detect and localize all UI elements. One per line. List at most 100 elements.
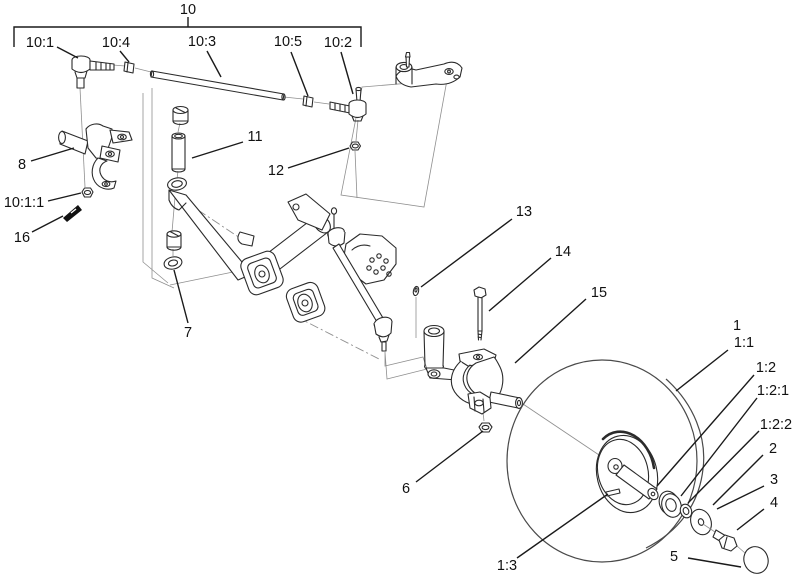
callout-10-label: 10	[180, 2, 196, 18]
leader-line	[736, 508, 765, 531]
leader-line	[206, 50, 222, 78]
nut-10-1-1	[81, 187, 94, 198]
tie-rod-tube	[149, 70, 286, 101]
leader-line	[47, 192, 82, 202]
callout-label: 10:2	[324, 35, 352, 51]
leader-line	[420, 218, 513, 288]
leader-line	[687, 557, 742, 568]
nut-6	[478, 422, 493, 433]
drag-link	[327, 207, 393, 352]
steering-arm	[395, 51, 463, 88]
leader-line	[119, 50, 130, 63]
bushing-upper	[172, 105, 189, 126]
leader-line	[56, 46, 79, 59]
leader-line	[680, 397, 758, 497]
callout-1-2-2: 1:2:2	[687, 417, 792, 504]
callout-10-4: 10:4	[102, 35, 130, 63]
wheel-bolt-4	[702, 523, 746, 554]
callout-10-1-1: 10:1:1	[4, 192, 82, 211]
callout-1-3: 1:3	[497, 493, 609, 574]
callout-10-1: 10:1	[26, 35, 79, 59]
leader-line	[514, 298, 587, 364]
group-bracket-10: 10	[13, 2, 362, 47]
axle-assembly	[167, 177, 397, 323]
spacer-11	[171, 132, 186, 173]
washer-7	[163, 256, 183, 270]
bushing-mount-rear	[285, 281, 326, 323]
right-knuckle-15	[450, 348, 523, 415]
left-knuckle	[58, 123, 133, 190]
callout-10-3: 10:3	[188, 34, 222, 78]
callout-label: 3	[770, 472, 778, 488]
callout-3: 3	[716, 472, 778, 510]
callout-4: 4	[736, 495, 778, 531]
bushing-lower	[166, 230, 182, 251]
callout-label: 1:2	[756, 360, 776, 376]
leader-line	[290, 51, 309, 97]
cotter-pin-13	[412, 285, 420, 297]
callout-label: 8	[18, 157, 26, 173]
callout-6: 6	[402, 430, 484, 497]
callout-16: 16	[14, 215, 64, 246]
leader-line	[516, 493, 609, 559]
callout-1-2: 1:2	[656, 360, 776, 487]
callout-14: 14	[488, 244, 571, 312]
callout-label: 14	[555, 244, 571, 260]
callout-label: 10:1:1	[4, 195, 44, 211]
callout-8: 8	[18, 147, 75, 173]
leader-line	[488, 257, 552, 312]
leader-line	[31, 215, 64, 233]
callout-5: 5	[670, 549, 742, 568]
callout-11: 11	[191, 129, 263, 159]
callout-15: 15	[514, 285, 607, 364]
leader-line	[687, 430, 760, 504]
callout-label: 6	[402, 481, 410, 497]
leader-line	[287, 147, 350, 169]
leader-line	[656, 374, 755, 487]
callout-label: 15	[591, 285, 607, 301]
callout-label: 4	[770, 495, 778, 511]
leader-line	[675, 349, 729, 392]
callout-label: 1	[733, 318, 741, 334]
callout-1-2-1: 1:2:1	[680, 383, 789, 497]
callout-label: 10:3	[188, 34, 216, 50]
flat-washer-2	[690, 508, 712, 536]
callout-12: 12	[268, 147, 350, 179]
leader-line	[716, 485, 765, 510]
wheel-tire	[506, 359, 705, 563]
hub-cap-5	[743, 546, 769, 574]
leader-line	[712, 454, 764, 506]
callout-label: 1:3	[497, 558, 517, 574]
steering-plate	[343, 233, 397, 285]
lock-washer-1-2-2	[679, 503, 693, 519]
leader-line	[30, 147, 75, 162]
callout-1: 1	[675, 318, 741, 392]
callout-label: 11	[247, 129, 262, 145]
callout-2: 2	[712, 441, 777, 506]
callout-label: 10:1	[26, 35, 54, 51]
bushing-mount-front	[240, 250, 284, 296]
callout-label: 1:2:1	[757, 383, 789, 399]
tie-rod-end-left	[71, 55, 115, 89]
callout-10-5: 10:5	[274, 34, 309, 97]
callout-1-1: 1:1	[734, 335, 754, 351]
tie-rod-clamp-right	[302, 95, 314, 108]
nut-12	[349, 141, 362, 151]
axle-shaft-1-2	[615, 464, 659, 501]
callout-label: 16	[14, 230, 30, 246]
callout-label: 2	[769, 441, 777, 457]
hex-bolt-14	[473, 286, 487, 341]
right-kingpin-arm	[423, 324, 460, 381]
leader-line	[173, 269, 189, 324]
bearing-1-2-1	[658, 490, 682, 518]
callout-13: 13	[420, 204, 532, 288]
tie-rod-end-right	[329, 86, 367, 122]
callout-label: 10:4	[102, 35, 130, 51]
grease-fitting-16	[63, 205, 82, 222]
callout-label: 7	[184, 325, 192, 341]
callout-label: 1:2:2	[760, 417, 792, 433]
tie-rod-assembly	[71, 55, 367, 122]
callout-label: 12	[268, 163, 284, 179]
spacer-column	[163, 105, 189, 270]
